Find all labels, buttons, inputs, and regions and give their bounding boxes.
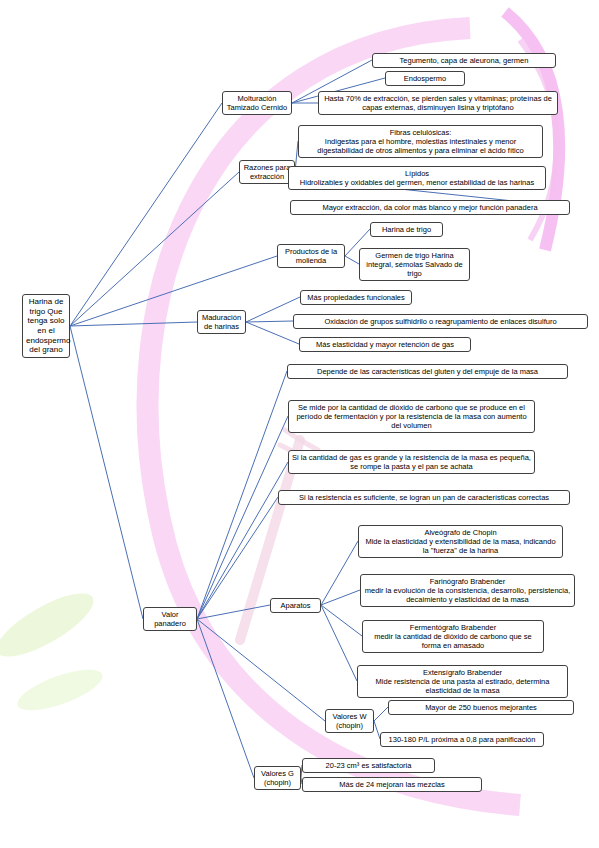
- node-text: Valores G (chopin): [258, 769, 297, 787]
- connector-line: [197, 462, 288, 619]
- node-text: Hasta 70% de extracción, se pierden sale…: [322, 94, 554, 112]
- node-body-text: Mide la elasticidad y extensibilidad de …: [362, 537, 559, 555]
- connector-line: [246, 321, 293, 322]
- node-text: Harina de trigo: [374, 225, 439, 234]
- detail-box: 20-23 cm³ es satisfactoria: [302, 758, 435, 773]
- node-text: Molturación Tamizado Cernido: [226, 94, 288, 112]
- connector-line: [321, 605, 362, 636]
- node-text: Si la resistencia es suficiente, se logr…: [282, 493, 566, 502]
- topic-box: Valor panadero: [143, 607, 197, 631]
- node-body-text: Hidrolizables y oxidables del germen, me…: [292, 178, 542, 187]
- node-text: Mayor extracción, da color más blanco y …: [294, 203, 566, 212]
- connector-line: [321, 605, 357, 681]
- node-text: Aparatos: [274, 601, 317, 610]
- detail-box: Tegumento, capa de aleurona, germen: [372, 53, 556, 68]
- connector-line: [197, 416, 288, 619]
- topic-box: Productos de la molienda: [277, 244, 345, 268]
- subtopic-box: Aparatos: [270, 598, 321, 613]
- watermark-leaf: [13, 661, 107, 718]
- detail-box: Mayor de 250 buenos mejorantes: [388, 700, 574, 715]
- node-text: Farinógrafo Brabender: [364, 577, 571, 586]
- connector-line: [197, 497, 278, 619]
- detail-box: Más elasticidad y mayor retención de gas: [299, 337, 471, 352]
- connector-line: [197, 619, 325, 721]
- connector-line: [345, 256, 359, 264]
- node-text: Valores W (chopin): [329, 712, 370, 730]
- connector-line: [70, 103, 222, 326]
- connector-line: [70, 172, 239, 326]
- node-text: Productos de la molienda: [281, 247, 341, 265]
- node-text: Lípidos: [292, 169, 542, 178]
- node-text: Valor panadero: [147, 610, 193, 628]
- detail-box: Fibras celulósicas:Indigestas para el ho…: [298, 125, 543, 158]
- connector-line: [197, 619, 254, 778]
- node-text: Extensígrafo Brabender: [361, 668, 564, 677]
- detail-box: Más de 24 mejoran las mezclas: [302, 777, 482, 792]
- detail-box: Si la resistencia es suficiente, se logr…: [278, 490, 570, 505]
- connector-line: [70, 322, 197, 326]
- connector-line: [321, 590, 360, 605]
- detail-box: Farinógrafo Brabendermedir la evolución …: [360, 574, 575, 607]
- subtopic-box: Valores G (chopin): [254, 766, 301, 790]
- connector-line: [197, 371, 287, 619]
- detail-box: Fermentógrafo Brabendermedir la cantidad…: [362, 620, 544, 653]
- connector-line: [292, 103, 318, 104]
- node-text: Harina de trigo Que tenga solo en el end…: [26, 297, 66, 355]
- detail-box: Oxidación de grupos sulfhidrilo o reagru…: [293, 314, 588, 329]
- detail-box: Germen de trigo Harina integral, sémolas…: [359, 248, 470, 281]
- node-text: 130-180 P/L próxima a 0,8 para panificac…: [384, 735, 540, 744]
- subtopic-box: Valores W (chopin): [325, 709, 374, 733]
- detail-box: Si la cantidad de gas es grande y la res…: [288, 450, 535, 474]
- detail-box: Endospermo: [385, 71, 465, 86]
- node-text: Mayor de 250 buenos mejorantes: [392, 703, 570, 712]
- node-text: Más elasticidad y mayor retención de gas: [303, 340, 467, 349]
- topic-box: Molturación Tamizado Cernido: [222, 91, 292, 115]
- detail-box: 130-180 P/L próxima a 0,8 para panificac…: [380, 732, 544, 747]
- detail-box: Más propiedades funcionales: [300, 290, 412, 305]
- connector-line: [321, 541, 358, 605]
- connector-line: [246, 297, 300, 322]
- topic-box: Maduración de harinas: [197, 310, 246, 334]
- detail-box: LípidosHidrolizables y oxidables del ger…: [288, 166, 546, 190]
- node-body-text: medir la evolución de la consistencia, d…: [364, 586, 571, 604]
- node-text: Maduración de harinas: [201, 313, 242, 331]
- detail-box: Alveógrafo de ChopinMide la elasticidad …: [358, 525, 563, 558]
- node-body-text: Indigestas para el hombre, molestias int…: [302, 137, 539, 155]
- detail-box: Extensígrafo BrabenderMide resistencia d…: [357, 665, 568, 698]
- connector-line: [374, 707, 388, 721]
- detail-box: Mayor extracción, da color más blanco y …: [290, 200, 570, 215]
- node-text: Oxidación de grupos sulfhidrilo o reagru…: [297, 317, 584, 326]
- node-text: Fermentógrafo Brabender: [366, 623, 540, 632]
- node-text: 20-23 cm³ es satisfactoria: [306, 761, 431, 770]
- topic-box: Razones para extracción: [239, 160, 295, 184]
- node-text: Fibras celulósicas:: [302, 128, 539, 137]
- node-text: Alveógrafo de Chopin: [362, 528, 559, 537]
- node-text: Endospermo: [389, 74, 461, 83]
- connector-line: [246, 322, 299, 344]
- node-body-text: medir la cantidad de dióxido de carbono …: [366, 632, 540, 650]
- node-body-text: Mide resistencia de una pasta al estirad…: [361, 677, 564, 695]
- node-text: Germen de trigo Harina integral, sémolas…: [363, 251, 466, 278]
- watermark-leaf: [0, 582, 102, 668]
- node-text: Razones para extracción: [243, 163, 291, 181]
- detail-box: Hasta 70% de extracción, se pierden sale…: [318, 91, 558, 115]
- node-text: Más propiedades funcionales: [304, 293, 408, 302]
- connector-line: [197, 605, 270, 619]
- node-text: Si la cantidad de gas es grande y la res…: [292, 453, 531, 471]
- node-text: Depende de las características del glute…: [291, 367, 564, 376]
- detail-box: Depende de las características del glute…: [287, 364, 568, 379]
- node-text: Tegumento, capa de aleurona, germen: [376, 56, 552, 65]
- connector-line: [70, 326, 143, 619]
- node-text: Se mide por la cantidad de dióxido de ca…: [292, 403, 531, 430]
- detail-box: Se mide por la cantidad de dióxido de ca…: [288, 400, 535, 433]
- detail-box: Harina de trigo: [370, 222, 443, 237]
- root-box: Harina de trigo Que tenga solo en el end…: [22, 294, 70, 358]
- node-text: Más de 24 mejoran las mezclas: [306, 780, 478, 789]
